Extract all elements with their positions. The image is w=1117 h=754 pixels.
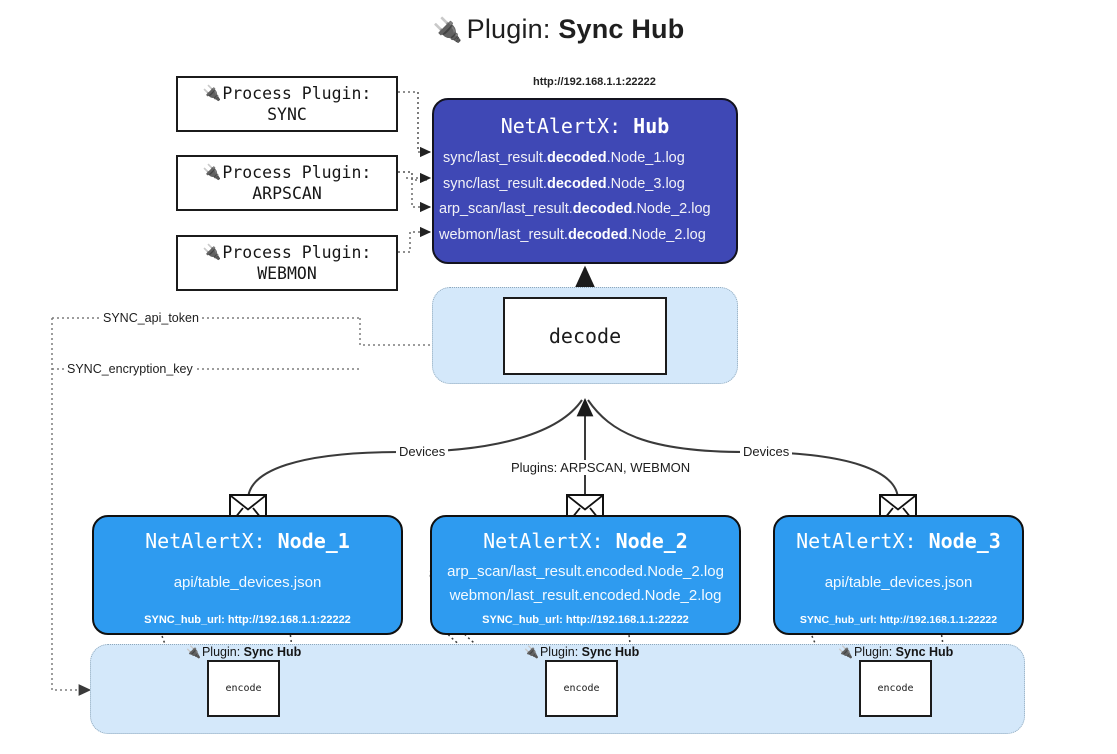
page-title: 🔌Plugin: Sync Hub	[0, 14, 1117, 45]
node-title-prefix: NetAlertX:	[483, 529, 616, 553]
node-box-node-1[interactable]: NetAlertX: Node_1 api/table_devices.json…	[92, 515, 403, 635]
node-title: NetAlertX: Node_3	[775, 529, 1022, 553]
plug-icon: 🔌	[186, 645, 201, 659]
hub-log-bold: decoded	[546, 150, 607, 166]
plug-icon: 🔌	[432, 17, 463, 44]
hub-log-post: .Node_2.log	[632, 201, 711, 218]
process-plugin-box-sync[interactable]: 🔌Process Plugin: SYNC	[176, 76, 398, 132]
plugins-mid-label: Plugins: ARPSCAN, WEBMON	[508, 460, 694, 475]
hub-log-bold: decoded	[572, 201, 633, 218]
encoder-plugin-lead: Plugin:	[853, 645, 896, 659]
encoder-plugin-lead: Plugin:	[201, 645, 244, 659]
hub-log-post: .Node_1.log	[606, 150, 685, 166]
hub-title-name: Hub	[633, 114, 670, 138]
sync-api-token-label: SYNC_api_token	[100, 311, 202, 325]
encode-box-1[interactable]: encode	[207, 660, 280, 717]
encoder-plugin-label-3: 🔌Plugin: Sync Hub	[838, 645, 953, 659]
hub-log-pre: sync/last_result.	[443, 175, 547, 192]
node-footer: SYNC_hub_url: http://192.168.1.1:22222	[799, 614, 998, 626]
plug-icon: 🔌	[202, 83, 222, 102]
hub-log-post: .Node_2.log	[627, 226, 706, 243]
node-title-prefix: NetAlertX:	[145, 529, 278, 553]
encode-label: encode	[225, 683, 262, 694]
devices-left-label: Devices	[396, 444, 449, 459]
sync-encryption-key-label: SYNC_encryption_key	[64, 362, 196, 376]
hub-box[interactable]: NetAlertX: Hub sync/last_result.decoded.…	[432, 98, 738, 264]
process-plugin-box-webmon[interactable]: 🔌Process Plugin: WEBMON	[176, 235, 398, 291]
plug-icon: 🔌	[524, 645, 539, 659]
encoder-plugin-label-2: 🔌Plugin: Sync Hub	[524, 645, 639, 659]
hub-title-prefix: NetAlertX:	[500, 114, 634, 138]
node-box-node-2[interactable]: NetAlertX: Node_2 arp_scan/last_result.e…	[430, 515, 741, 635]
encode-box-2[interactable]: encode	[545, 660, 618, 717]
hub-log-bold: decoded	[567, 226, 628, 243]
hub-log-post: .Node_3.log	[606, 175, 685, 192]
page-title-name: Sync Hub	[558, 14, 685, 44]
encoder-plugin-label-1: 🔌Plugin: Sync Hub	[186, 645, 301, 659]
node-line: api/table_devices.json	[824, 574, 973, 591]
encoder-plugin-name: Sync Hub	[243, 645, 302, 659]
node-line: arp_scan/last_result.encoded.Node_2.log	[447, 563, 724, 580]
plug-icon: 🔌	[838, 645, 853, 659]
node-footer: SYNC_hub_url: http://192.168.1.1:22222	[482, 614, 689, 626]
encoder-plugin-lead: Plugin:	[539, 645, 582, 659]
process-plugin-name: SYNC	[267, 105, 307, 124]
decode-box[interactable]: decode	[503, 297, 667, 375]
hub-log-line: arp_scan/last_result.decoded.Node_2.log	[434, 197, 736, 223]
node-title-name: Node_1	[277, 529, 350, 553]
devices-right-label: Devices	[740, 444, 793, 459]
node-title: NetAlertX: Node_2	[432, 529, 739, 553]
encode-label: encode	[877, 683, 914, 694]
process-plugin-label: Process Plugin:	[222, 242, 372, 262]
node-title-name: Node_2	[615, 529, 688, 553]
node-footer: SYNC_hub_url: http://192.168.1.1:22222	[144, 614, 351, 626]
hub-log-pre: arp_scan/last_result.	[439, 201, 573, 218]
node-line: webmon/last_result.encoded.Node_2.log	[449, 587, 722, 604]
node-title-prefix: NetAlertX:	[796, 529, 929, 553]
hub-url-label: http://192.168.1.1:22222	[533, 76, 656, 88]
encode-box-3[interactable]: encode	[859, 660, 932, 717]
hub-title: NetAlertX: Hub	[434, 114, 736, 138]
plug-icon: 🔌	[202, 242, 222, 261]
process-plugin-name: ARPSCAN	[252, 184, 322, 203]
process-plugin-label: Process Plugin:	[222, 83, 372, 103]
encoder-plugin-name: Sync Hub	[581, 645, 640, 659]
decode-label: decode	[548, 324, 622, 348]
node-line: api/table_devices.json	[173, 574, 322, 591]
process-plugin-label: Process Plugin:	[222, 162, 372, 182]
plug-icon: 🔌	[202, 162, 222, 181]
node-title-name: Node_3	[928, 529, 1001, 553]
hub-log-pre: webmon/last_result.	[439, 226, 568, 243]
hub-log-line: sync/last_result.decoded.Node_1.log	[434, 146, 736, 172]
node-box-node-3[interactable]: NetAlertX: Node_3 api/table_devices.json…	[773, 515, 1024, 635]
process-plugin-box-arpscan[interactable]: 🔌Process Plugin: ARPSCAN	[176, 155, 398, 211]
hub-log-line: sync/last_result.decoded.Node_3.log	[434, 172, 736, 198]
node-title: NetAlertX: Node_1	[94, 529, 401, 553]
hub-log-line: webmon/last_result.decoded.Node_2.log	[434, 223, 736, 249]
page-title-lead: Plugin:	[466, 14, 559, 44]
process-plugin-name: WEBMON	[257, 264, 317, 283]
hub-log-bold: decoded	[546, 175, 607, 192]
encode-label: encode	[563, 683, 600, 694]
hub-log-pre: sync/last_result.	[443, 150, 547, 166]
encoder-plugin-name: Sync Hub	[895, 645, 954, 659]
